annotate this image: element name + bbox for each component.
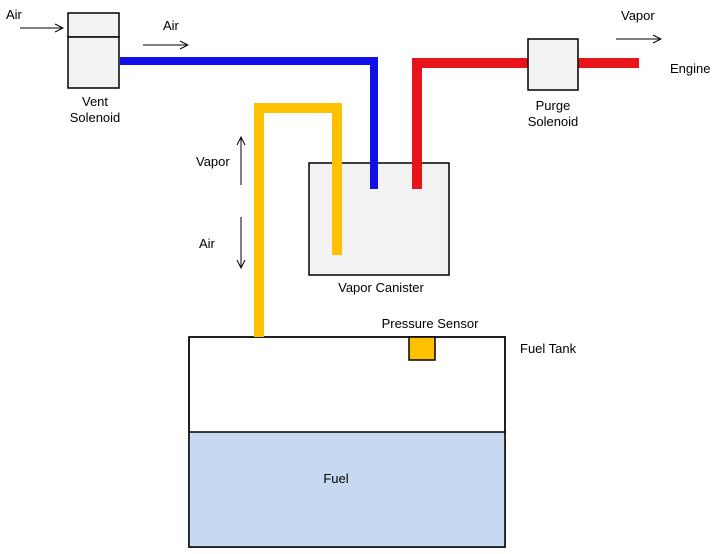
vent-solenoid-label-2: Solenoid — [70, 110, 121, 125]
air-down-label: Air — [199, 236, 216, 251]
fuel-tank-outline — [188, 336, 506, 548]
purge-line — [412, 58, 528, 189]
air-line — [120, 57, 378, 189]
vapor-out-label: Vapor — [621, 8, 655, 23]
fuel-label: Fuel — [323, 471, 348, 486]
tank-vapor-line — [254, 103, 342, 337]
vent-solenoid-cap — [67, 12, 120, 38]
air-inlet-label: Air — [6, 7, 23, 22]
purge-solenoid — [527, 38, 579, 91]
vapor-up-label: Vapor — [196, 154, 230, 169]
pressure-sensor-label: Pressure Sensor — [382, 316, 479, 331]
vent-solenoid-label-1: Vent — [82, 94, 108, 109]
fuel-tank-label: Fuel Tank — [520, 341, 577, 356]
vent-solenoid-body — [67, 36, 120, 89]
pressure-sensor — [408, 336, 436, 361]
engine-label: Engine — [670, 61, 710, 76]
vapor-canister — [308, 162, 450, 276]
vapor-canister-label: Vapor Canister — [338, 280, 424, 295]
purge-solenoid-label-2: Solenoid — [528, 114, 579, 129]
purge-solenoid-label-1: Purge — [536, 98, 571, 113]
fuel-level — [189, 432, 505, 547]
air-flow-label: Air — [163, 18, 180, 33]
